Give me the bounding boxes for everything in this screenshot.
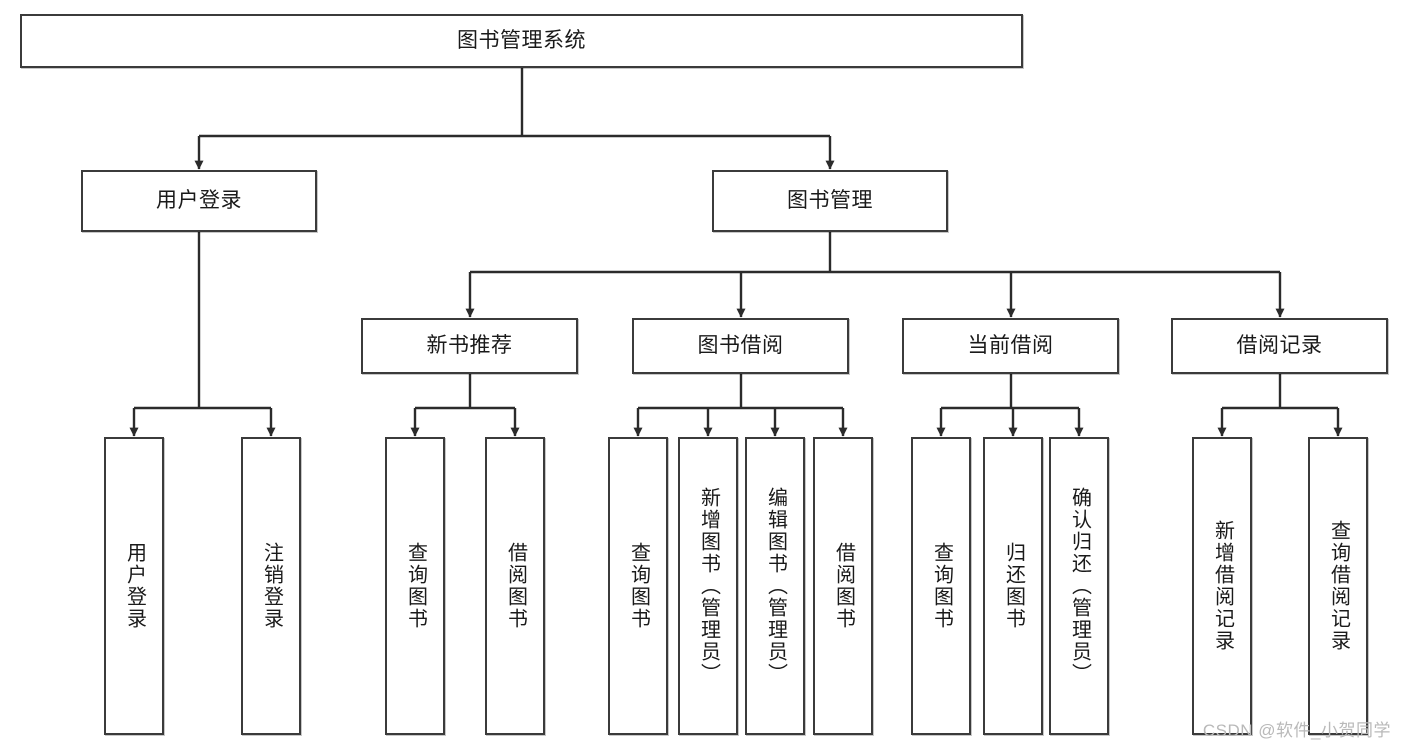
node-label: 借阅记录: [1236, 334, 1323, 358]
node-label: 新增借阅记录: [1211, 520, 1234, 652]
node-root[interactable]: 图书管理系统: [20, 14, 1023, 68]
node-l8[interactable]: 借阅图书: [813, 437, 873, 735]
node-label: 注销登录: [260, 542, 283, 630]
node-bookmg[interactable]: 图书管理: [712, 170, 948, 232]
node-l12[interactable]: 新增借阅记录: [1192, 437, 1252, 735]
node-l5[interactable]: 查询图书: [608, 437, 668, 735]
node-label: 新书推荐: [426, 334, 513, 358]
node-label: 图书借阅: [697, 334, 784, 358]
node-label: 借阅图书: [504, 542, 527, 630]
watermark-label: CSDN @软件_小贺同学: [1202, 721, 1391, 740]
edge-paths: [129, 68, 1343, 437]
node-label: 借阅图书: [832, 542, 855, 630]
node-l3[interactable]: 查询图书: [385, 437, 445, 735]
node-label: 确认归还（管理员）: [1068, 487, 1091, 685]
node-curbor[interactable]: 当前借阅: [902, 318, 1119, 374]
node-label: 新增图书（管理员）: [697, 487, 720, 685]
node-label: 图书管理: [787, 189, 873, 213]
node-label: 查询图书: [930, 542, 953, 630]
node-l7[interactable]: 编辑图书（管理员）: [745, 437, 805, 735]
node-l1[interactable]: 用户登录: [104, 437, 164, 735]
node-label: 查询图书: [627, 542, 650, 630]
node-l2[interactable]: 注销登录: [241, 437, 301, 735]
node-label: 用户登录: [123, 542, 146, 630]
node-login[interactable]: 用户登录: [81, 170, 317, 232]
node-label: 用户登录: [156, 189, 242, 213]
node-label: 编辑图书（管理员）: [764, 487, 787, 685]
node-label: 当前借阅: [967, 334, 1054, 358]
node-newrec[interactable]: 新书推荐: [361, 318, 578, 374]
node-l6[interactable]: 新增图书（管理员）: [678, 437, 738, 735]
node-record[interactable]: 借阅记录: [1171, 318, 1388, 374]
node-l9[interactable]: 查询图书: [911, 437, 971, 735]
node-l4[interactable]: 借阅图书: [485, 437, 545, 735]
node-label: 查询图书: [404, 542, 427, 630]
node-borrow[interactable]: 图书借阅: [632, 318, 849, 374]
node-l13[interactable]: 查询借阅记录: [1308, 437, 1368, 735]
node-l10[interactable]: 归还图书: [983, 437, 1043, 735]
node-label: 图书管理系统: [457, 29, 586, 53]
node-label: 查询借阅记录: [1327, 520, 1350, 652]
node-l11[interactable]: 确认归还（管理员）: [1049, 437, 1109, 735]
node-label: 归还图书: [1002, 542, 1025, 630]
